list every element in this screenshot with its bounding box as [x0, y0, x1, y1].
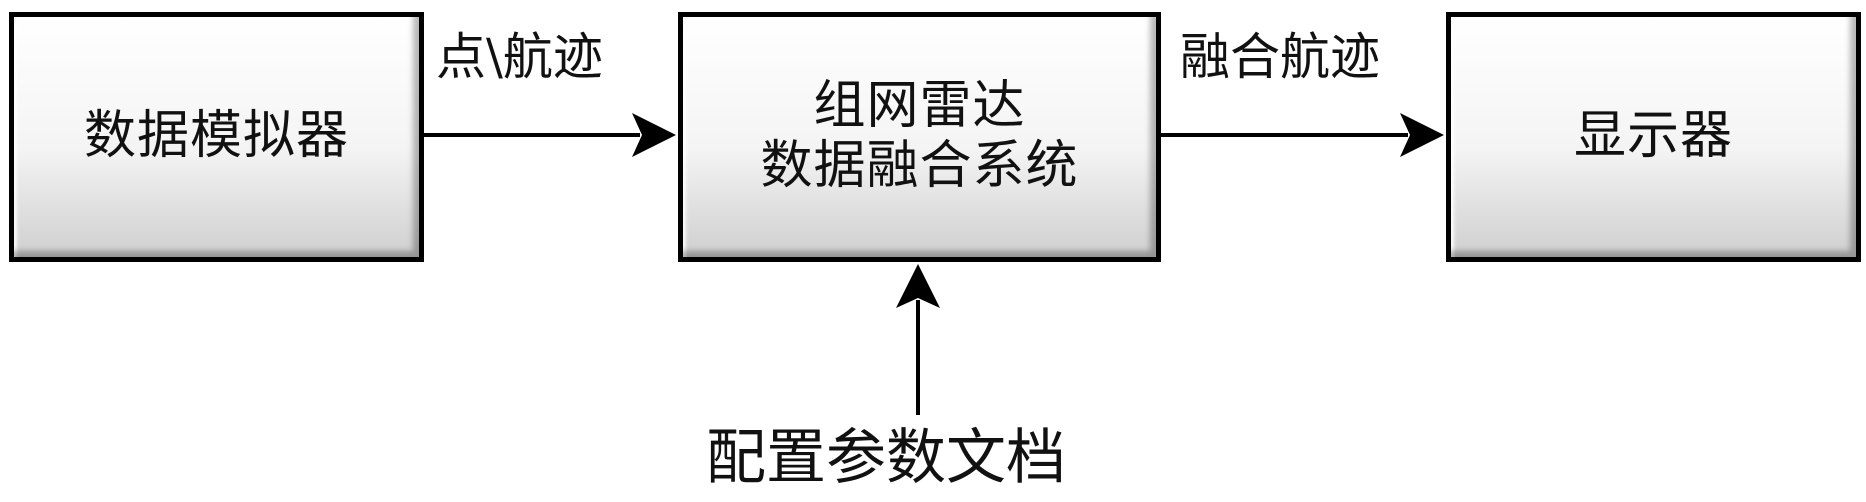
- fused-tracks-label: 融合航迹: [1180, 28, 1380, 86]
- fusion-system-label-line2: 数据融合系统: [760, 136, 1079, 196]
- config-document-label: 配置参数文档: [706, 423, 1066, 493]
- data-simulator-label: 数据模拟器: [83, 106, 349, 167]
- data-simulator-block: 数据模拟器: [9, 12, 424, 262]
- radar-fusion-system-block: 组网雷达 数据融合系统: [678, 12, 1161, 262]
- arrow-fusion-to-display: [1161, 113, 1444, 157]
- fusion-system-label-line1: 组网雷达: [813, 76, 1026, 137]
- display-block: 显示器: [1446, 12, 1861, 262]
- arrow-simulator-to-fusion: [424, 113, 676, 157]
- display-label: 显示器: [1573, 106, 1733, 167]
- points-tracks-label: 点\航迹: [436, 28, 603, 86]
- arrow-config-to-fusion: [896, 264, 940, 415]
